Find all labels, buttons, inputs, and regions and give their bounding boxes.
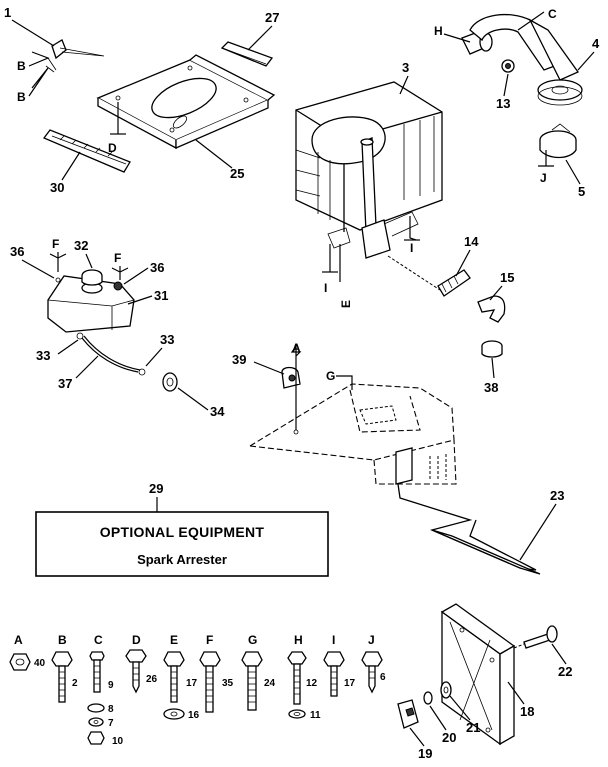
optional-equipment-box [35, 511, 329, 577]
callout-1: 1 [4, 5, 11, 20]
hw-part-i: 17 [344, 678, 356, 689]
letter-b-2: B [17, 90, 26, 104]
part-27-strip [220, 41, 274, 67]
callout-31: 31 [154, 288, 168, 303]
optional-equipment-title: OPTIONAL EQUIPMENT [100, 524, 265, 540]
callout-37: 37 [58, 376, 72, 391]
hardware-d-screw: D 26 [125, 633, 158, 694]
letter-c: C [548, 7, 557, 21]
callout-25: 25 [230, 166, 244, 181]
callout-33-a: 33 [36, 348, 50, 363]
callout-3: 3 [402, 60, 409, 75]
callout-30: 30 [50, 180, 64, 195]
callout-18: 18 [520, 704, 534, 719]
callout-14: 14 [464, 234, 479, 249]
part-4-muffler [469, 13, 583, 106]
part-34-fitting [162, 372, 178, 392]
hardware-f-bolt: F 35 [199, 633, 234, 713]
hw-part-j: 6 [380, 672, 386, 683]
hw-part-d: 26 [146, 674, 158, 685]
hardware-j-screw: J 6 [361, 633, 386, 694]
hw-letter-h: H [294, 633, 303, 647]
letter-g: G [326, 369, 335, 383]
hw-letter-d: D [132, 633, 141, 647]
hw-part-h: 12 [306, 678, 318, 689]
hardware-h-bolt: H 12 11 [287, 633, 321, 721]
letter-e: E [339, 300, 353, 308]
hw-letter-c: C [94, 633, 103, 647]
part-20-washer [423, 691, 433, 705]
letter-i-1: I [324, 281, 327, 295]
part-37-fuel-line [76, 332, 146, 376]
hardware-e-bolt: E 17 16 [163, 633, 200, 721]
part-15-elbow [477, 295, 506, 323]
part-1-clip [45, 39, 105, 73]
hw-part-a: 40 [34, 658, 46, 669]
letter-f-1: F [52, 237, 59, 251]
letter-h: H [434, 24, 443, 38]
part-39-clip [281, 366, 301, 389]
hw-part-e: 17 [186, 678, 198, 689]
part-23-deflector [397, 483, 541, 575]
hw-letter-i: I [332, 633, 335, 647]
letter-f-2: F [114, 251, 121, 265]
part-30-strip [42, 129, 131, 173]
hw-part-10: 10 [112, 736, 124, 747]
part-31-tank [47, 269, 135, 333]
callout-15: 15 [500, 270, 514, 285]
callout-36-b: 36 [150, 260, 164, 275]
callout-29: 29 [149, 481, 163, 496]
part-5-clamp [539, 123, 577, 159]
hardware-a-nut: A 40 [9, 633, 46, 671]
callout-27: 27 [265, 10, 279, 25]
callout-36-a: 36 [10, 244, 24, 259]
part-21-washer [440, 681, 452, 699]
letter-d: D [108, 141, 117, 155]
part-19-latch [397, 699, 419, 729]
hw-part-c: 9 [108, 680, 114, 691]
part-3-engine [295, 81, 443, 259]
letter-b-1: B [17, 59, 26, 73]
letter-i-2: I [410, 241, 413, 255]
frame-dashed [249, 383, 457, 485]
callout-4: 4 [592, 36, 600, 51]
hardware-i-bolt: I 17 [323, 633, 356, 697]
hardware-c-bolt: C 9 [89, 633, 114, 693]
callout-32: 32 [74, 238, 88, 253]
hw-part-11: 11 [310, 710, 321, 721]
callout-23: 23 [550, 488, 564, 503]
callout-19: 19 [418, 746, 432, 761]
callout-5: 5 [578, 184, 585, 199]
callout-38: 38 [484, 380, 498, 395]
hardware-b-bolt: B 2 8 7 10 [51, 633, 124, 747]
hw-part-8: 8 [108, 704, 114, 715]
hw-letter-a: A [14, 633, 23, 647]
part-22-bolt [523, 625, 558, 649]
callout-20: 20 [442, 730, 456, 745]
callout-21: 21 [466, 720, 480, 735]
part-38-cap [481, 340, 503, 358]
callout-13: 13 [496, 96, 510, 111]
part-13-fitting [461, 31, 515, 73]
hw-part-g: 24 [264, 678, 276, 689]
part-18-bracket [440, 603, 516, 746]
spark-arrester-label: Spark Arrester [137, 552, 227, 567]
callout-33-b: 33 [160, 332, 174, 347]
hw-letter-g: G [248, 633, 257, 647]
letter-j: J [540, 171, 547, 185]
hw-letter-e: E [170, 633, 178, 647]
hw-part-b: 2 [72, 678, 78, 689]
hardware-g-bolt: G 24 [241, 633, 276, 711]
hw-part-7: 7 [108, 718, 114, 729]
hw-letter-f: F [206, 633, 213, 647]
hw-letter-j: J [368, 633, 375, 647]
hw-letter-b: B [58, 633, 67, 647]
part-14-pipe [437, 269, 471, 297]
hw-part-f: 35 [222, 678, 234, 689]
callout-39: 39 [232, 352, 246, 367]
hw-part-16: 16 [188, 710, 200, 721]
callout-34: 34 [210, 404, 225, 419]
callout-22: 22 [558, 664, 572, 679]
